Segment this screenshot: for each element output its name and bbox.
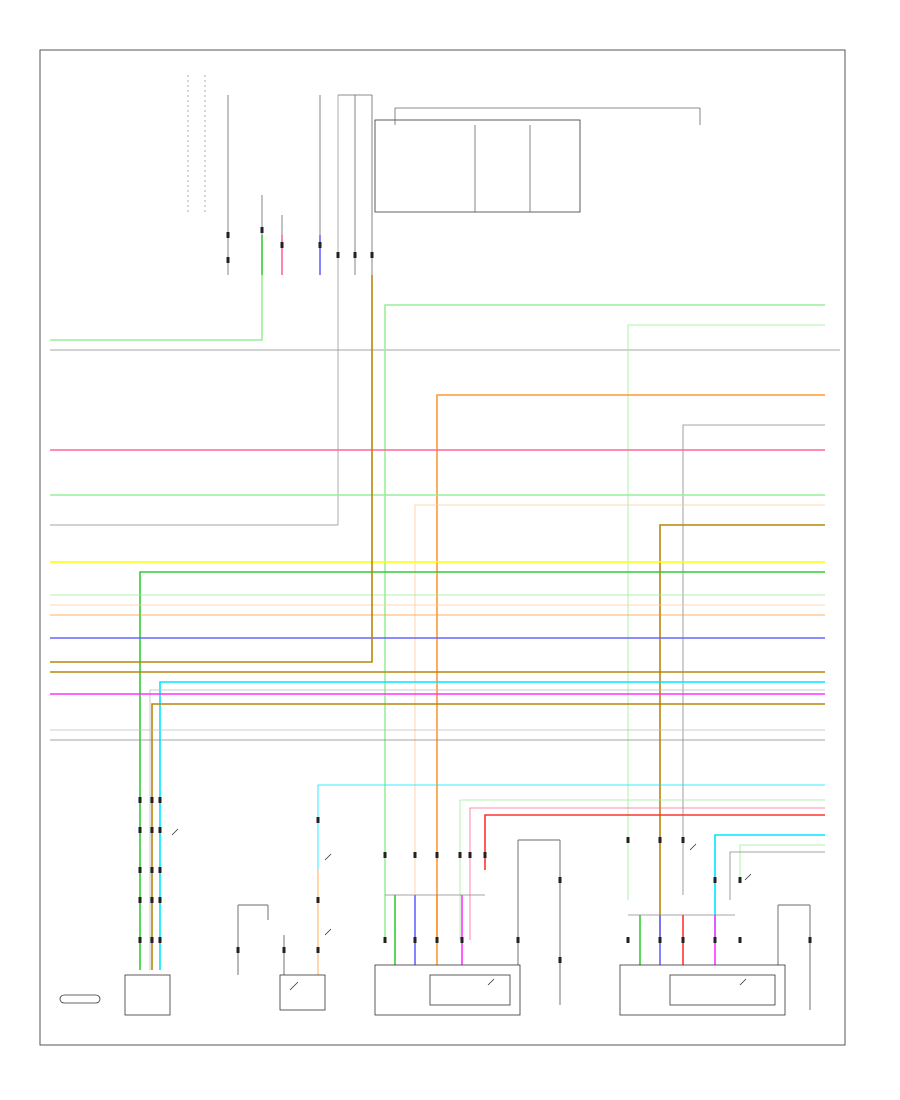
connector-pin-icon <box>713 877 717 883</box>
diagram-frame <box>39 49 846 1046</box>
connector-pin-icon <box>516 937 520 943</box>
top-relay-box <box>374 119 581 213</box>
wire-lightgreen-right <box>627 324 825 900</box>
component-module-1 <box>374 964 521 1016</box>
wire-cyan-low <box>317 784 825 870</box>
component-module-1-inner <box>429 974 511 1006</box>
switch-contact-icon <box>289 981 299 991</box>
wire-green-right <box>384 304 825 940</box>
component-module-2-inner <box>669 974 776 1006</box>
wire-red-low <box>484 814 825 870</box>
switch-contact-icon <box>171 828 179 836</box>
wire-green-main <box>139 571 825 970</box>
connector-pin-icon <box>435 937 439 943</box>
wire-peach <box>414 504 825 940</box>
connector-pin-icon <box>138 937 142 943</box>
connector-pin-icon <box>658 837 662 843</box>
wire-cyan <box>159 681 825 970</box>
connector-pin-icon <box>158 897 162 903</box>
connector-pin-icon <box>713 937 717 943</box>
connector-pin-icon <box>280 242 284 248</box>
wire-pink-low <box>469 807 825 940</box>
wire-gray-right <box>682 424 825 895</box>
connector-pin-icon <box>458 852 462 858</box>
connector-pin-icon <box>383 937 387 943</box>
connector-pin-icon <box>658 937 662 943</box>
component-boxes <box>59 964 786 1016</box>
connector-pin-icon <box>138 797 142 803</box>
connector-pin-icon <box>681 837 685 843</box>
connector-pin-icon <box>460 937 464 943</box>
ground-icon-box <box>59 994 101 1004</box>
wire-gray-low <box>729 851 825 900</box>
connector-pin-icon <box>435 852 439 858</box>
connector-pin-icon <box>150 827 154 833</box>
wire-green-top <box>50 275 263 341</box>
connector-pin-icon <box>808 937 812 943</box>
connector-pin-icon <box>226 232 230 238</box>
switch-contact-icon <box>739 978 747 986</box>
connector-pin-icon <box>138 867 142 873</box>
connector-pin-icon <box>318 242 322 248</box>
switch-contact-icon <box>744 873 752 881</box>
connector-pin-icon <box>138 897 142 903</box>
switch-contact-icon <box>324 853 332 861</box>
switch-contact-icon <box>689 843 697 851</box>
connector-pin-icon <box>158 867 162 873</box>
connector-pin-icon <box>370 252 374 258</box>
top-fuse-section <box>187 75 701 525</box>
connector-pin-icon <box>316 817 320 823</box>
connector-pin-icon <box>681 937 685 943</box>
connector-pin-icon <box>150 867 154 873</box>
wire-green-low <box>459 799 825 940</box>
connector-pin-icon <box>158 937 162 943</box>
connector-pin-icon <box>413 852 417 858</box>
connector-pin-icon <box>558 877 562 883</box>
connector-pin-icon <box>226 257 230 263</box>
connector-pin-icon <box>282 947 286 953</box>
wire-brown-1 <box>50 275 373 663</box>
connector-pin-icon <box>150 797 154 803</box>
connector-pin-icon <box>558 957 562 963</box>
wire-orange <box>436 394 825 940</box>
connector-pin-icon <box>236 947 240 953</box>
wire-brown-right <box>659 524 825 940</box>
wire-lightgreen-low <box>739 844 825 880</box>
component-switch-1 <box>279 974 326 1011</box>
connector-pin-icon <box>158 797 162 803</box>
connector-pin-icon <box>626 837 630 843</box>
connector-pin-icon <box>150 937 154 943</box>
connector-pin-icon <box>336 252 340 258</box>
connector-pin-icon <box>413 937 417 943</box>
connector-pin-icon <box>626 937 630 943</box>
switch-contacts <box>171 828 752 991</box>
component-module-2 <box>619 964 786 1016</box>
connector-pin-icon <box>158 827 162 833</box>
connector-pin-icon <box>738 937 742 943</box>
wire-cyan-low2 <box>714 834 825 940</box>
connector-pin-icon <box>383 852 387 858</box>
connector-pin-icon <box>316 897 320 903</box>
connector-pin-icon <box>483 852 487 858</box>
wire-lightgray <box>149 689 825 970</box>
connector-pins <box>138 227 812 963</box>
connector-pin-icon <box>738 877 742 883</box>
switch-contact-icon <box>324 928 332 936</box>
connector-pin-icon <box>353 252 357 258</box>
lower-connector-stubs <box>237 839 811 1010</box>
connector-pin-icon <box>468 852 472 858</box>
switch-contact-icon <box>487 978 495 986</box>
connector-pin-icon <box>316 947 320 953</box>
connector-pin-icon <box>138 827 142 833</box>
wire-brown-3 <box>151 703 825 970</box>
component-left <box>124 974 171 1016</box>
horizontal-wires <box>50 275 840 970</box>
connector-pin-icon <box>150 897 154 903</box>
connector-pin-icon <box>260 227 264 233</box>
